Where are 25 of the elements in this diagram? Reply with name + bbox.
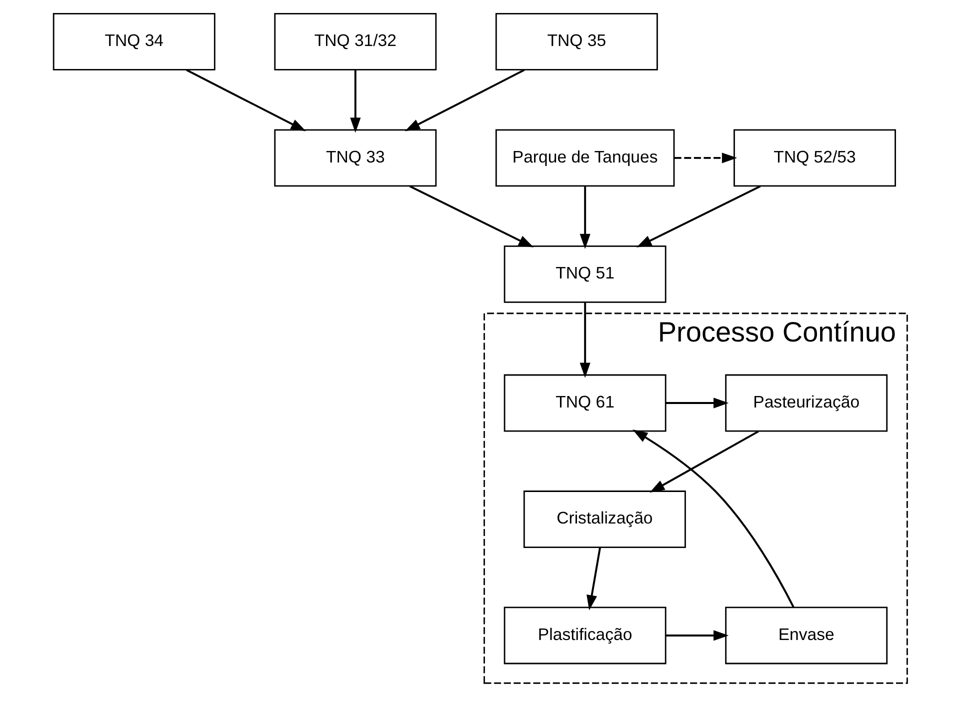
node-box: TNQ 61 — [503, 374, 666, 432]
node-box: Pasteurização — [724, 374, 888, 432]
arrow — [649, 430, 759, 493]
node-box: TNQ 31/32 — [274, 12, 436, 70]
arrow — [665, 630, 728, 641]
arrow — [586, 547, 600, 610]
node-box: Parque de Tanques — [494, 129, 674, 187]
arrow — [632, 430, 794, 608]
arrow — [350, 70, 360, 133]
arrow — [186, 69, 306, 132]
arrow — [674, 152, 737, 164]
arrow — [404, 69, 524, 132]
arrow — [579, 186, 590, 250]
arrow — [408, 185, 534, 248]
node-box: TNQ 33 — [274, 129, 436, 187]
node-box: Plastificação — [503, 606, 666, 664]
node-box: TNQ 51 — [503, 245, 666, 303]
node-box: TNQ 35 — [494, 12, 658, 70]
node-box: TNQ 52/53 — [733, 129, 896, 187]
node-box: TNQ 34 — [52, 12, 215, 70]
arrow — [665, 398, 728, 408]
node-box: Envase — [724, 606, 888, 664]
arrow — [636, 185, 760, 248]
arrow — [579, 302, 590, 378]
node-box: Cristalização — [522, 490, 686, 548]
